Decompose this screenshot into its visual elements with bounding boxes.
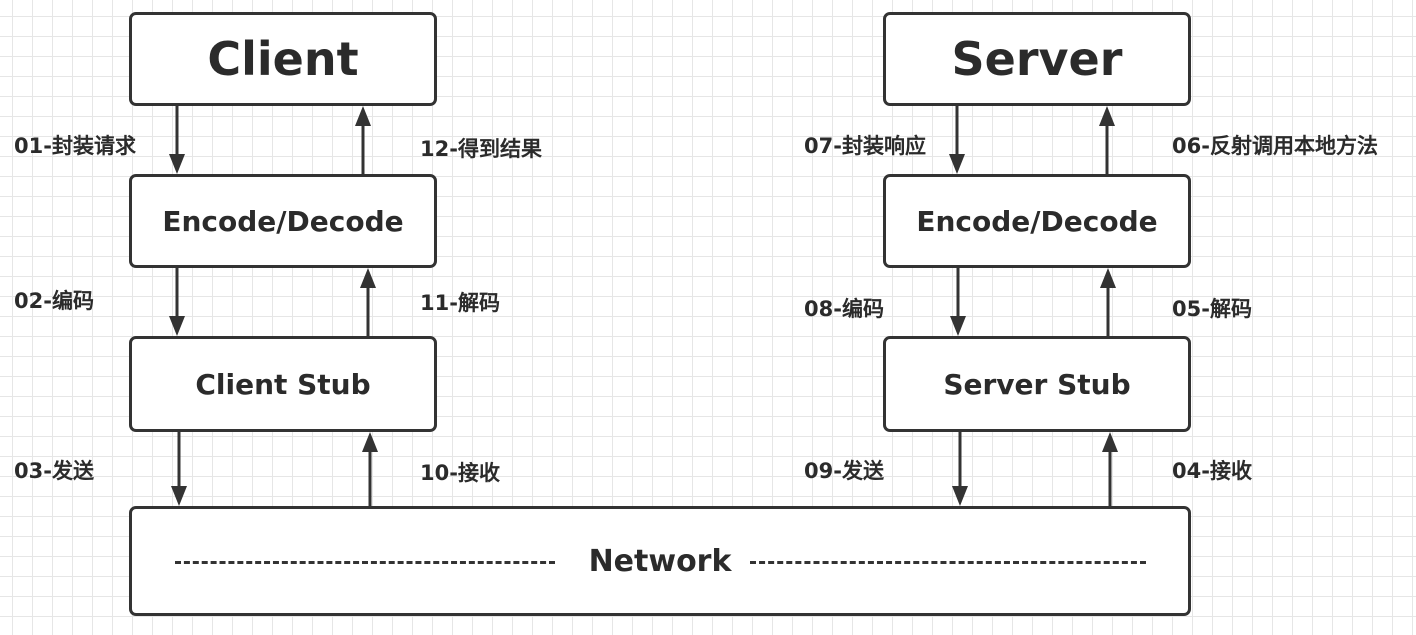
step-06-label: 06-反射调用本地方法	[1172, 134, 1378, 158]
network-label: Network	[588, 544, 732, 579]
step-09-label: 09-发送	[804, 459, 884, 483]
arrow-06-up	[1099, 106, 1115, 174]
step-08-label: 08-编码	[804, 297, 884, 321]
server-codec-label: Encode/Decode	[916, 204, 1158, 238]
arrow-12-up	[355, 106, 371, 174]
step-07-label: 07-封装响应	[804, 134, 926, 158]
client-codec-label: Encode/Decode	[162, 204, 404, 238]
step-12-label: 12-得到结果	[420, 137, 542, 161]
client-box: Client	[129, 12, 437, 106]
step-02-label: 02-编码	[14, 289, 94, 313]
step-11-label: 11-解码	[420, 291, 500, 315]
client-codec-box: Encode/Decode	[129, 174, 437, 268]
client-stub-label: Client Stub	[195, 367, 371, 401]
arrow-09-down	[952, 432, 968, 506]
client-title: Client	[207, 32, 359, 86]
network-dash-right	[750, 561, 1146, 564]
arrow-11-up	[360, 268, 376, 336]
step-04-label: 04-接收	[1172, 459, 1252, 483]
arrow-04-up	[1102, 432, 1118, 506]
arrow-03-down	[171, 432, 187, 506]
arrow-08-down	[950, 268, 966, 336]
server-stub-label: Server Stub	[943, 367, 1131, 401]
server-codec-box: Encode/Decode	[883, 174, 1191, 268]
network-dash-left	[175, 561, 555, 564]
step-10-label: 10-接收	[420, 461, 500, 485]
server-stub-box: Server Stub	[883, 336, 1191, 432]
arrow-10-up	[362, 432, 378, 506]
step-05-label: 05-解码	[1172, 297, 1252, 321]
arrow-07-down	[949, 106, 965, 174]
client-stub-box: Client Stub	[129, 336, 437, 432]
arrow-05-up	[1100, 268, 1116, 336]
server-title: Server	[951, 32, 1123, 86]
arrow-02-down	[169, 268, 185, 336]
step-01-label: 01-封装请求	[14, 134, 136, 158]
server-box: Server	[883, 12, 1191, 106]
step-03-label: 03-发送	[14, 459, 94, 483]
arrow-01-down	[169, 106, 185, 174]
